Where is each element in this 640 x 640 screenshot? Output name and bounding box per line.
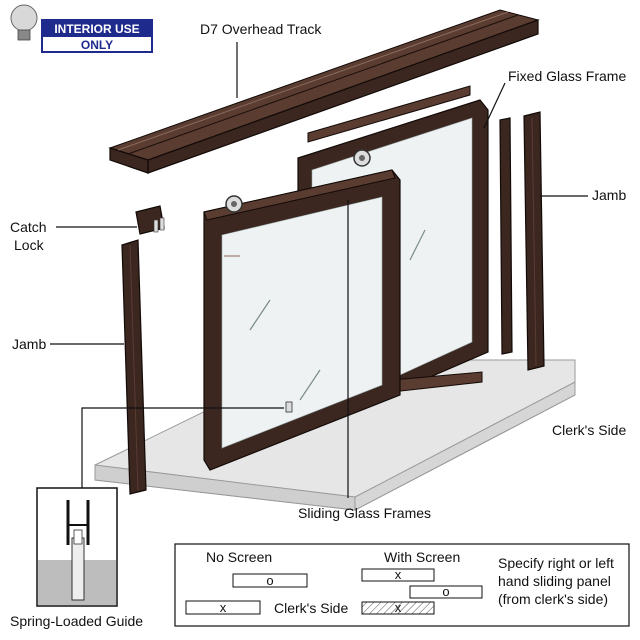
legend-panel-o	[232, 573, 308, 588]
spring-guide-inset	[36, 487, 118, 607]
sliding-glass-frame	[203, 169, 401, 471]
legend-with-screen: With Screen	[384, 549, 460, 565]
label-overhead-track: D7 Overhead Track	[200, 21, 322, 37]
leader-spring-guide	[81, 407, 284, 488]
legend-panel-o	[409, 585, 483, 599]
label-clerks-side: Clerk's Side	[552, 422, 626, 438]
label-jamb-right: Jamb	[592, 187, 626, 203]
badge-line2: ONLY	[81, 38, 113, 52]
legend-screen-panel	[361, 601, 435, 615]
legend-note-line2: hand sliding panel	[498, 573, 611, 589]
interior-use-badge: INTERIOR USE ONLY	[10, 4, 153, 53]
legend-mark-o: o	[266, 573, 273, 588]
top-strip	[307, 85, 471, 143]
legend-no-screen: No Screen	[206, 549, 272, 565]
label-spring-loaded-guide: Spring-Loaded Guide	[10, 613, 143, 629]
legend-mark-x: x	[395, 567, 402, 582]
counter-shelf	[94, 359, 576, 511]
legend-clerks-side: Clerk's Side	[274, 600, 348, 616]
legend-mark-x: x	[220, 600, 227, 615]
label-lock: Lock	[14, 237, 45, 253]
label-fixed-glass-frame: Fixed Glass Frame	[508, 68, 626, 84]
leader-fixed-frame	[483, 82, 506, 129]
legend-note-line3: (from clerk's side)	[498, 591, 608, 607]
screen-legend: No Screen With Screen o x x o x Clerk's …	[174, 543, 630, 627]
overhead-track	[108, 9, 540, 174]
label-catch: Catch	[10, 219, 47, 235]
legend-panel-x	[185, 600, 261, 615]
lightbulb-icon	[10, 4, 38, 32]
legend-mark-o: o	[442, 584, 449, 599]
legend-mark-x: x	[395, 600, 402, 615]
catch-lock	[135, 205, 165, 235]
label-jamb-left: Jamb	[12, 336, 46, 352]
legend-note-line1: Specify right or left	[498, 555, 614, 571]
legend-panel-x	[361, 568, 435, 582]
badge-line1: INTERIOR USE	[54, 22, 139, 36]
jamb-right-inner	[499, 117, 513, 355]
guide-pin	[285, 401, 293, 413]
label-sliding-glass-frames: Sliding Glass Frames	[298, 505, 431, 521]
